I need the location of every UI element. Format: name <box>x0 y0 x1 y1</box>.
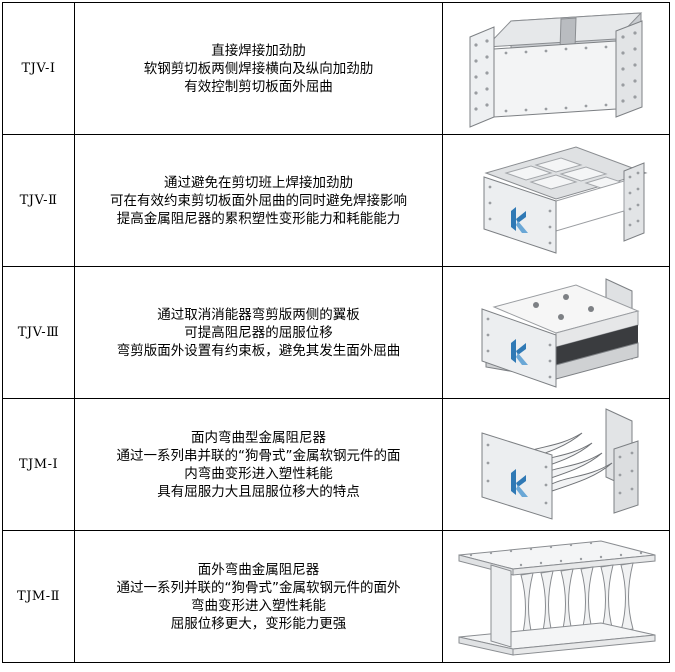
table-row: TJM-Ⅱ 面外弯曲金属阻尼器 通过一系列并联的“狗骨式”金属软钢元件的面外 弯… <box>2 530 670 663</box>
out-of-plane-dogbone-damper-icon <box>442 530 670 663</box>
model-code: TJM-Ⅱ <box>2 530 75 663</box>
description-line: 可提高阻尼器的屈服位移 <box>184 324 333 341</box>
in-plane-dogbone-damper-icon <box>442 398 670 531</box>
damper-spec-table: TJV-Ⅰ 直接焊接加劲肋 软钢剪切板两侧焊接横向及纵向加劲肋 有效控制剪切板面… <box>2 2 670 663</box>
bending-shear-damper-restrained-icon <box>442 266 670 399</box>
description-line: 面外弯曲金属阻尼器 <box>197 561 320 578</box>
description-line: 提高金属阻尼器的累积塑性变形能力和耗能能力 <box>116 210 401 227</box>
model-description: 面外弯曲金属阻尼器 通过一系列并联的“狗骨式”金属软钢元件的面外 弯曲变形进入塑… <box>74 530 443 663</box>
model-code: TJM-Ⅰ <box>2 398 75 531</box>
model-code: TJV-Ⅱ <box>2 134 75 267</box>
description-line: 通过一系列并联的“狗骨式”金属软钢元件的面外 <box>116 579 401 596</box>
description-line: 通过避免在剪切班上焊接加劲肋 <box>164 174 353 191</box>
description-line: 有效控制剪切板面外屈曲 <box>184 78 333 95</box>
description-line: 面内弯曲型金属阻尼器 <box>191 429 326 446</box>
model-code: TJV-Ⅲ <box>2 266 75 399</box>
table-row: TJV-Ⅱ 通过避免在剪切班上焊接加劲肋 可在有效约束剪切板面外屈曲的同时避免焊… <box>2 134 670 267</box>
table-row: TJV-Ⅲ 通过取消消能器弯剪版两侧的翼板 可提高阻尼器的屈服位移 弯剪版面外设… <box>2 266 670 399</box>
description-line: 弯曲变形进入塑性耗能 <box>191 597 326 614</box>
model-description: 通过避免在剪切班上焊接加劲肋 可在有效约束剪切板面外屈曲的同时避免焊接影响 提高… <box>74 134 443 267</box>
description-line: 内弯曲变形进入塑性耗能 <box>184 465 333 482</box>
description-line: 弯剪版面外设置有约束板，避免其发生面外屈曲 <box>116 342 401 359</box>
description-line: 可在有效约束剪切板面外屈曲的同时避免焊接影响 <box>110 192 407 209</box>
table-row: TJV-Ⅰ 直接焊接加劲肋 软钢剪切板两侧焊接横向及纵向加劲肋 有效控制剪切板面… <box>2 2 670 135</box>
table-row: TJM-Ⅰ 面内弯曲型金属阻尼器 通过一系列串并联的“狗骨式”金属软钢元件的面 … <box>2 398 670 531</box>
shear-plate-damper-grid-icon <box>442 134 670 267</box>
model-description: 通过取消消能器弯剪版两侧的翼板 可提高阻尼器的屈服位移 弯剪版面外设置有约束板，… <box>74 266 443 399</box>
model-description: 面内弯曲型金属阻尼器 通过一系列串并联的“狗骨式”金属软钢元件的面 内弯曲变形进… <box>74 398 443 531</box>
description-line: 软钢剪切板两侧焊接横向及纵向加劲肋 <box>143 60 374 77</box>
model-description: 直接焊接加劲肋 软钢剪切板两侧焊接横向及纵向加劲肋 有效控制剪切板面外屈曲 <box>74 2 443 135</box>
model-code: TJV-Ⅰ <box>2 2 75 135</box>
description-line: 具有屈服力大且屈服位移大的特点 <box>157 483 360 500</box>
description-line: 屈服位移更大，变形能力更强 <box>170 615 347 632</box>
shear-plate-damper-stiffened-icon <box>442 2 670 135</box>
description-line: 直接焊接加劲肋 <box>211 42 306 59</box>
description-line: 通过一系列串并联的“狗骨式”金属软钢元件的面 <box>116 447 401 464</box>
description-line: 通过取消消能器弯剪版两侧的翼板 <box>157 306 360 323</box>
